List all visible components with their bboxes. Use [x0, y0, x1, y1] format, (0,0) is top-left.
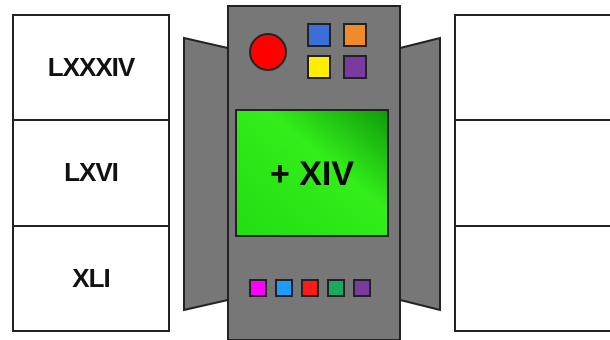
output-cell-3[interactable]	[456, 227, 610, 330]
left-input-flap	[183, 36, 229, 312]
blue-light-icon	[275, 279, 293, 297]
output-cell-1[interactable]	[456, 16, 610, 122]
input-number-column: LXXXIV LXVI XLI	[12, 14, 170, 332]
function-machine	[183, 5, 441, 340]
round-red-button-icon[interactable]	[249, 33, 287, 71]
purple-square-button-icon[interactable]	[343, 55, 367, 79]
green-light-icon	[327, 279, 345, 297]
machine-display-screen	[235, 109, 389, 237]
blue-square-button-icon[interactable]	[307, 23, 331, 47]
orange-square-button-icon[interactable]	[343, 23, 367, 47]
input-cell-1[interactable]: LXXXIV	[14, 16, 168, 122]
output-cell-2[interactable]	[456, 121, 610, 227]
magenta-light-icon	[249, 279, 267, 297]
input-cell-3[interactable]: XLI	[72, 262, 110, 293]
output-number-column	[454, 14, 610, 332]
right-output-flap	[399, 36, 441, 312]
machine-rule-text: + XIV	[269, 154, 355, 193]
yellow-square-button-icon[interactable]	[307, 55, 331, 79]
red-light-icon	[301, 279, 319, 297]
purple-light-icon	[353, 279, 371, 297]
input-cell-2[interactable]: LXVI	[14, 121, 168, 227]
